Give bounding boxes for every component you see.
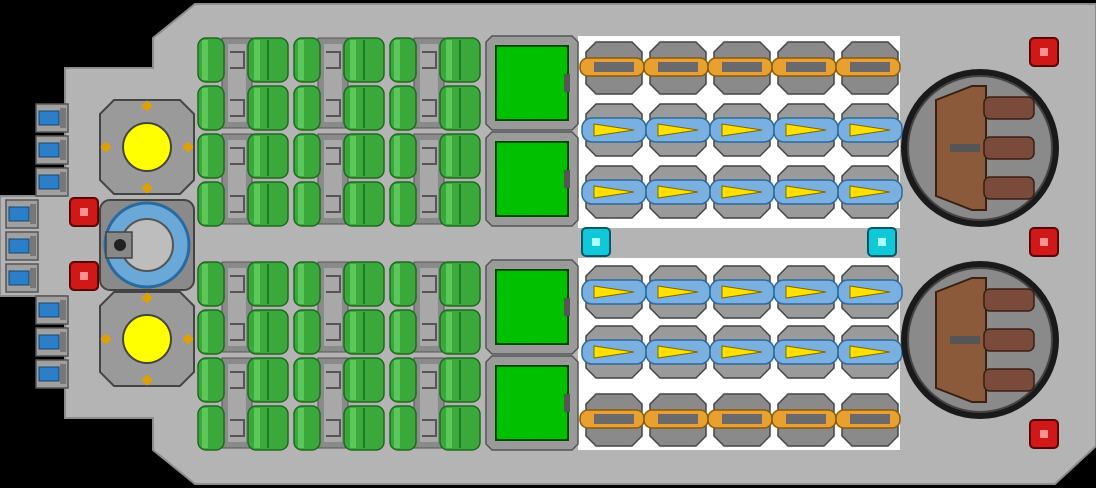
- reactor: [99, 99, 195, 195]
- missile-launcher: [581, 325, 647, 379]
- thruster: [35, 167, 69, 197]
- red-beacon-block: [69, 261, 99, 291]
- missile-launcher: [645, 103, 711, 157]
- ammo-cannon: [835, 393, 901, 447]
- fuel-tank-group: [293, 37, 385, 131]
- ammo-cannon: [707, 41, 773, 95]
- missile-launcher: [773, 265, 839, 319]
- ammo-cannon: [771, 41, 837, 95]
- ammo-cannon: [643, 393, 709, 447]
- fuel-tank-group: [197, 37, 289, 131]
- missile-launcher: [773, 165, 839, 219]
- missile-launcher: [645, 165, 711, 219]
- thruster: [35, 103, 69, 133]
- fuel-tank-group: [197, 133, 289, 227]
- fuel-tank-group: [293, 357, 385, 451]
- missile-launcher: [773, 325, 839, 379]
- missile-launcher: [581, 265, 647, 319]
- thruster: [5, 231, 39, 261]
- missile-launcher: [709, 325, 775, 379]
- cargo-container: [485, 35, 579, 131]
- red-beacon-block: [1029, 37, 1059, 67]
- fuel-tank-group: [197, 357, 289, 451]
- missile-launcher: [709, 103, 775, 157]
- red-beacon-block: [1029, 227, 1059, 257]
- thruster: [5, 199, 39, 229]
- thruster: [35, 327, 69, 357]
- heavy-turret: [901, 261, 1059, 419]
- missile-launcher: [837, 103, 903, 157]
- missile-launcher: [837, 265, 903, 319]
- fuel-tank-group: [389, 261, 481, 355]
- thruster: [5, 263, 39, 293]
- heavy-turret: [901, 69, 1059, 227]
- cargo-container: [485, 259, 579, 355]
- cargo-container: [485, 355, 579, 451]
- ammo-cannon: [771, 393, 837, 447]
- fuel-tank-group: [389, 37, 481, 131]
- missile-launcher: [645, 325, 711, 379]
- reactor: [99, 291, 195, 387]
- thruster: [35, 359, 69, 389]
- missile-launcher: [837, 165, 903, 219]
- missile-launcher: [709, 265, 775, 319]
- missile-launcher: [837, 325, 903, 379]
- cargo-container: [485, 131, 579, 227]
- missile-launcher: [773, 103, 839, 157]
- gyroscope: [99, 199, 195, 291]
- cyan-sensor-block: [581, 227, 611, 257]
- ammo-cannon: [579, 393, 645, 447]
- fuel-tank-group: [197, 261, 289, 355]
- red-beacon-block: [1029, 419, 1059, 449]
- missile-launcher: [709, 165, 775, 219]
- thruster: [35, 135, 69, 165]
- red-beacon-block: [69, 197, 99, 227]
- ammo-cannon: [579, 41, 645, 95]
- missile-launcher: [581, 165, 647, 219]
- missile-launcher: [645, 265, 711, 319]
- fuel-tank-group: [389, 357, 481, 451]
- fuel-tank-group: [293, 133, 385, 227]
- missile-launcher: [581, 103, 647, 157]
- ammo-cannon: [835, 41, 901, 95]
- fuel-tank-group: [389, 133, 481, 227]
- fuel-tank-group: [293, 261, 385, 355]
- cyan-sensor-block: [867, 227, 897, 257]
- thruster: [35, 295, 69, 325]
- ammo-cannon: [643, 41, 709, 95]
- ammo-cannon: [707, 393, 773, 447]
